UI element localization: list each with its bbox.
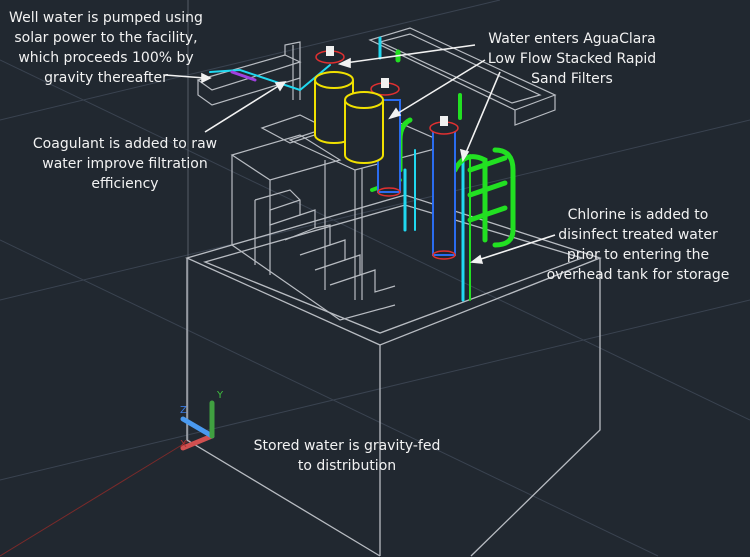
storage-tank bbox=[185, 194, 602, 557]
annotation-line: water improve filtration bbox=[42, 156, 208, 172]
ucs-z-label: Z bbox=[180, 405, 187, 416]
annotation-line: gravity thereafter bbox=[44, 70, 168, 86]
annotation-chlorine: Chlorine is added to disinfect treated w… bbox=[547, 205, 730, 285]
annotation-line: prior to entering the bbox=[566, 247, 710, 263]
annotation-line: Low Flow Stacked Rapid bbox=[487, 51, 657, 67]
annotation-line: disinfect treated water bbox=[558, 227, 718, 243]
sand-filters bbox=[315, 46, 459, 260]
annotation-well-water: Well water is pumped using solar power t… bbox=[9, 8, 203, 88]
annotation-line: Coagulant is added to raw bbox=[32, 136, 218, 152]
annotation-line: Chlorine is added to bbox=[567, 207, 709, 223]
annotation-line: to distribution bbox=[297, 458, 397, 474]
annotation-line: overhead tank for storage bbox=[546, 267, 730, 283]
x-axis-line bbox=[0, 439, 191, 557]
annotation-line: Stored water is gravity-fed bbox=[253, 438, 441, 454]
annotation-line: Well water is pumped using bbox=[9, 10, 203, 26]
annotation-line: efficiency bbox=[91, 176, 159, 192]
annotation-storage: Stored water is gravity-fed to distribut… bbox=[254, 436, 441, 476]
annotation-filters: Water enters AguaClara Low Flow Stacked … bbox=[488, 29, 656, 89]
filter-frame bbox=[196, 27, 557, 126]
annotation-line: Water enters AguaClara bbox=[488, 31, 656, 47]
annotation-line: solar power to the facility, bbox=[14, 30, 198, 46]
piping bbox=[209, 36, 516, 302]
ucs-y-label: Y bbox=[216, 390, 224, 401]
coagulant-tanks bbox=[314, 71, 384, 164]
ucs-x-label: X bbox=[180, 439, 187, 450]
annotation-coagulant: Coagulant is added to raw water improve … bbox=[33, 134, 217, 194]
annotation-line: which proceeds 100% by bbox=[18, 50, 194, 66]
annotation-arrows bbox=[164, 44, 556, 264]
ucs-icon bbox=[180, 400, 215, 451]
annotation-line: Sand Filters bbox=[531, 71, 613, 87]
